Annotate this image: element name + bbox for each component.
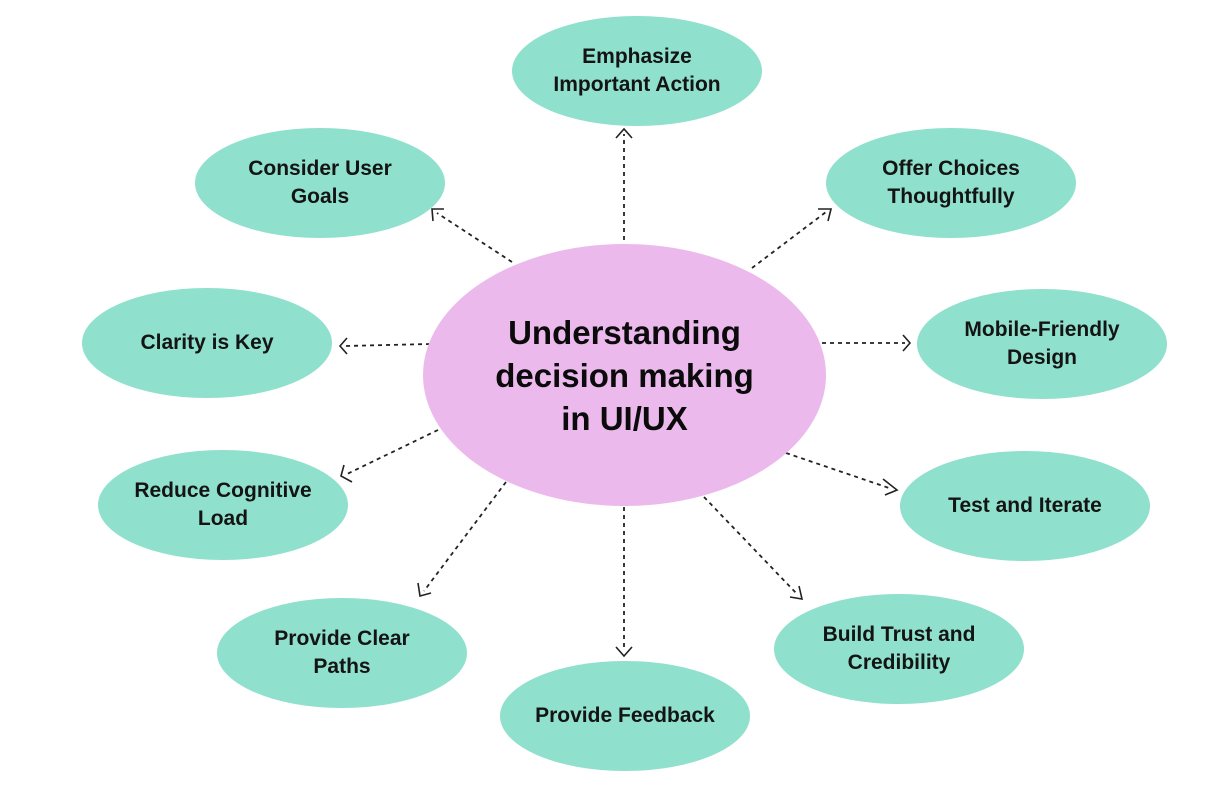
connector-reduce-cognitive-load: [340, 429, 439, 483]
node-label: Offer Choices Thoughtfully: [882, 157, 1020, 208]
node-label: Mobile-Friendly Design: [964, 318, 1120, 369]
node-label: Build Trust and Credibility: [822, 623, 976, 674]
node-reduce-cognitive-load: Reduce Cognitive Load: [98, 450, 348, 560]
node-label: Emphasize Important Action: [553, 45, 721, 96]
node-clarity-is-key: Clarity is Key: [82, 288, 332, 398]
connector-consider-user-goals: [431, 208, 513, 263]
node-provide-clear-paths: Provide Clear Paths: [217, 598, 467, 708]
connector-provide-feedback: [615, 507, 633, 658]
node-consider-user-goals: Consider User Goals: [195, 128, 445, 238]
node-label: Test and Iterate: [948, 494, 1102, 517]
connector-test-and-iterate: [785, 452, 899, 496]
node-build-trust-and-credibility: Build Trust and Credibility: [774, 594, 1024, 704]
connector-clarity-is-key: [338, 337, 431, 355]
node-emphasize-important-action: Emphasize Important Action: [512, 16, 762, 126]
connector-emphasize-important-action: [615, 127, 633, 240]
node-label: Consider User Goals: [248, 157, 392, 208]
connector-offer-choices-thoughtfully: [751, 208, 833, 269]
connector-build-trust-and-credibility: [703, 496, 804, 600]
central-topic: Understanding decision making in UI/UX: [423, 244, 826, 506]
node-label: Clarity is Key: [140, 331, 274, 354]
node-offer-choices-thoughtfully: Offer Choices Thoughtfully: [826, 128, 1076, 238]
node-label: Provide Feedback: [535, 704, 715, 727]
node-mobile-friendly-design: Mobile-Friendly Design: [917, 289, 1167, 399]
node-test-and-iterate: Test and Iterate: [900, 451, 1150, 561]
connector-provide-clear-paths: [417, 481, 507, 598]
node-provide-feedback: Provide Feedback: [500, 661, 750, 771]
connector-mobile-friendly-design: [822, 334, 912, 352]
node-label: Reduce Cognitive Load: [134, 479, 312, 530]
central-topic-label: Understanding decision making in UI/UX: [495, 313, 754, 437]
node-label: Provide Clear Paths: [274, 627, 410, 678]
